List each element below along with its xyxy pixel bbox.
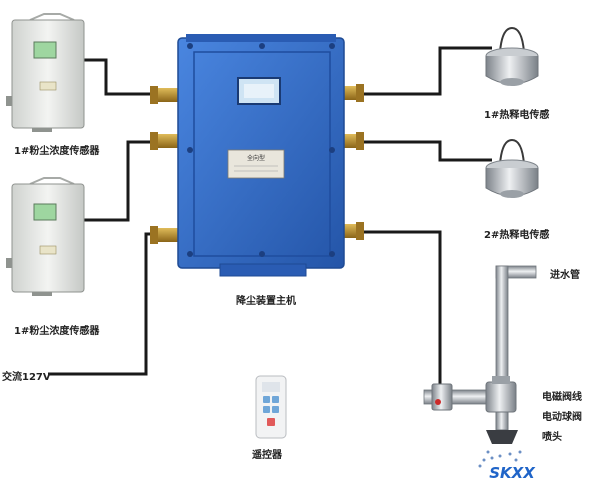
label-water-inlet: 进水管 (550, 270, 580, 281)
label-solenoid-valve: 电磁阀线 (542, 392, 582, 403)
label-pyro-sensor-1: 1#热释电传感 (484, 110, 550, 121)
electric-ball-valve (485, 376, 517, 413)
cable-gland (150, 132, 180, 150)
label-pyro-sensor-2: 2#热释电传感 (484, 230, 550, 241)
wire-dust-sensor-bottom (84, 140, 162, 222)
wires (48, 46, 492, 392)
water-pipe-assembly (423, 265, 537, 468)
host-enclosure: 全向型 (150, 34, 364, 277)
sensor-screen (33, 203, 57, 221)
dust-sensor-top (6, 13, 85, 132)
dust-sensor-bottom (6, 177, 85, 296)
wire-valve (356, 230, 442, 392)
pyro-sensor-2 (485, 138, 539, 198)
label-dust-sensor-bottom: 1#粉尘浓度传感器 (14, 326, 100, 337)
label-ac-power: 交流127V (2, 372, 51, 383)
host-nameplate (227, 149, 285, 179)
sensor-screen (33, 41, 57, 59)
label-dust-sensor-top: 1#粉尘浓度传感器 (14, 146, 100, 157)
wire-dust-sensor-top (84, 58, 162, 96)
cable-gland (150, 226, 180, 244)
label-host: 降尘装置主机 (236, 296, 296, 307)
wire-pyro-sensor-2 (356, 140, 492, 162)
pyro-sensor-1 (485, 26, 539, 86)
cable-gland (150, 86, 180, 104)
wire-pyro-sensor-1 (356, 46, 492, 96)
solenoid-valve (431, 383, 453, 411)
remote-control (255, 375, 287, 439)
spray (478, 450, 522, 468)
label-electric-ball-valve: 电动球阀 (542, 412, 582, 423)
host-nameplate-text: 全向型 (247, 154, 265, 162)
brand-logo: SKXX (489, 464, 536, 482)
brand-logo-text: SKXX (489, 464, 536, 482)
label-remote: 遥控器 (252, 450, 282, 461)
nozzle (486, 411, 518, 444)
label-nozzle: 喷头 (542, 432, 562, 443)
